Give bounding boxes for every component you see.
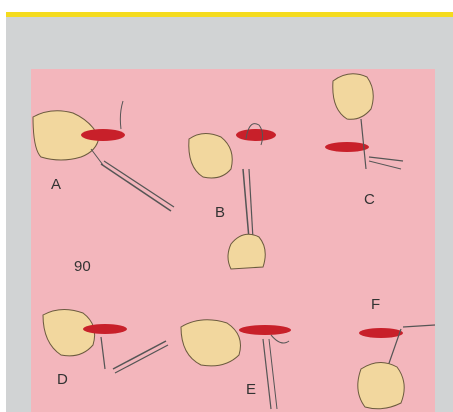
top-margin	[0, 0, 453, 12]
step-d-drawing	[43, 309, 168, 373]
step-d-label: D	[57, 372, 68, 387]
step-f-drawing	[358, 325, 435, 409]
step-f-label: F	[371, 297, 380, 312]
step-c-drawing	[325, 74, 403, 169]
figure-number-label: 90	[74, 259, 91, 274]
step-e-drawing	[181, 320, 291, 409]
step-b-drawing	[189, 124, 276, 269]
step-a-drawing	[33, 101, 174, 211]
step-c-label: C	[364, 192, 375, 207]
step-e-label: E	[246, 382, 256, 397]
step-a-label: A	[51, 177, 61, 192]
illustration-drawings	[31, 69, 435, 412]
step-b-label: B	[215, 205, 225, 220]
suturing-technique-illustration: A B C 90 F D E	[31, 69, 435, 412]
